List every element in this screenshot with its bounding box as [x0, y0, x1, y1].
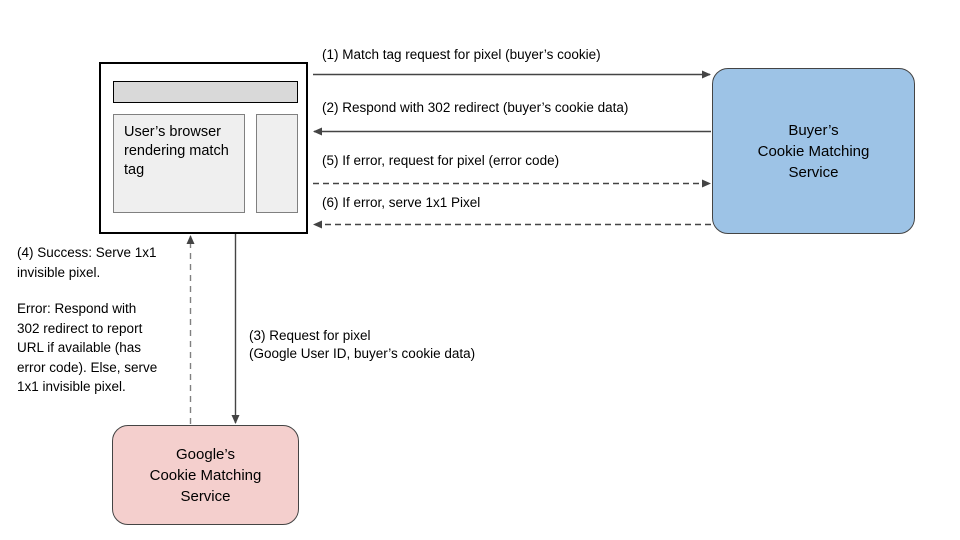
note-success: (4) Success: Serve 1x1 invisible pixel. — [17, 245, 157, 280]
flow-label-3: (3) Request for pixel (Google User ID, b… — [249, 328, 476, 361]
note-error: Error: Respond with 302 redirect to repo… — [17, 301, 158, 394]
browser-window: User’s browser rendering match tag — [99, 62, 308, 234]
flow-label-2: (2) Respond with 302 redirect (buyer’s c… — [322, 100, 629, 115]
browser-url-bar[interactable] — [113, 81, 298, 103]
browser-content-label: User’s browser rendering match tag — [124, 124, 229, 178]
flow-label-5: (5) If error, request for pixel (error c… — [322, 153, 560, 168]
node-googles-cookie-matching-service: Google’s Cookie Matching Service — [112, 425, 299, 525]
flow-label-1: (1) Match tag request for pixel (buyer’s… — [322, 47, 601, 62]
flow-label-6: (6) If error, serve 1x1 Pixel — [322, 195, 481, 210]
browser-sidebar-panel — [256, 114, 298, 213]
browser-content-panel: User’s browser rendering match tag — [113, 114, 245, 213]
node-buyers-cookie-matching-service: Buyer’s Cookie Matching Service — [712, 68, 915, 234]
